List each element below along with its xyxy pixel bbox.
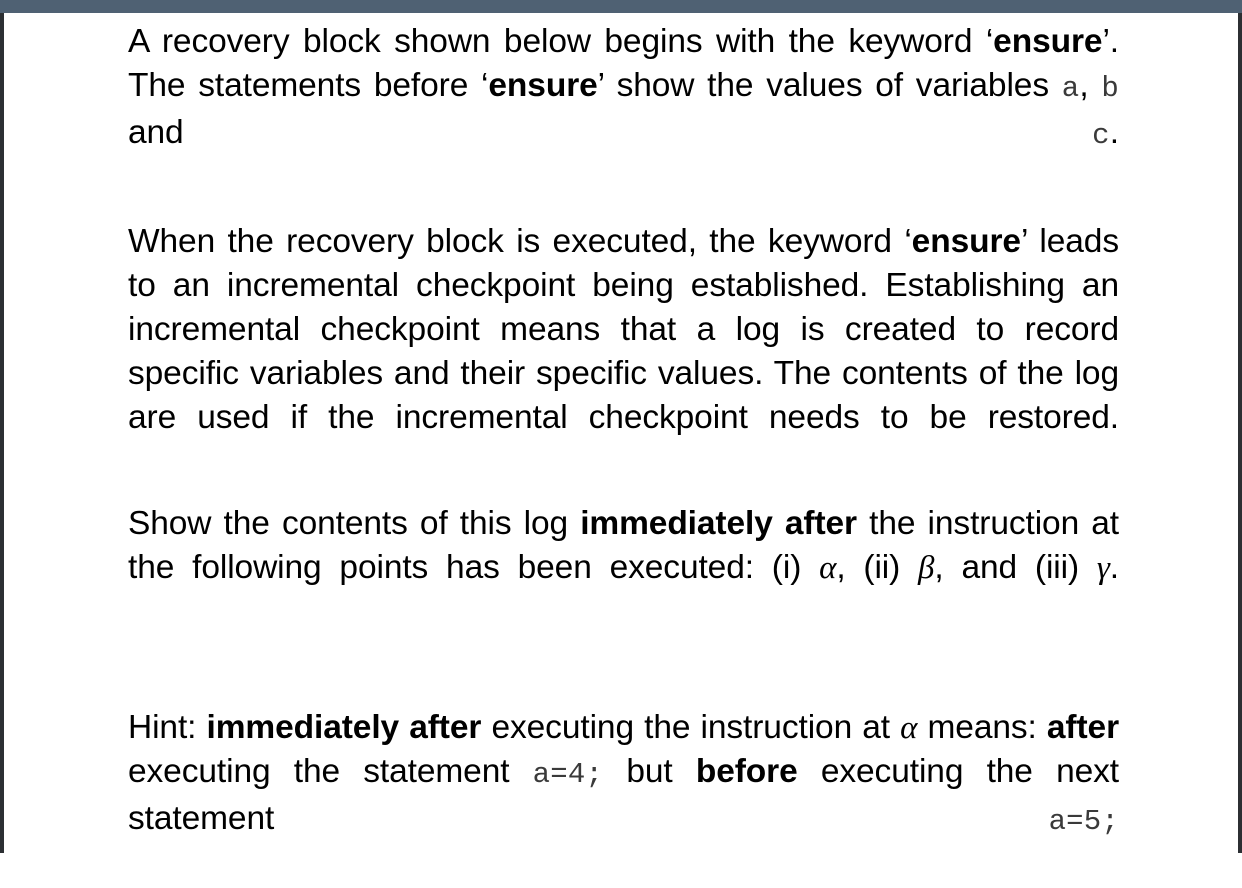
greek-gamma: γ [1096,550,1110,586]
p2-text-part1: When the recovery block is executed, the… [128,223,912,260]
slide-container: A recovery block shown below begins with… [0,0,1242,853]
code-variable-b: b [1101,72,1119,105]
p3-text-part3: , (ii) [836,549,919,586]
p4-emphasis-before: before [695,753,798,790]
p2-text-part2: ’ leads to an incremental checkpoint bei… [128,223,1119,436]
greek-alpha-2: α [900,710,918,746]
p1-keyword-ensure-1: ensure [993,23,1103,60]
p3-text-part1: Show the contents of this log [128,505,581,542]
paragraph-checkpoint-explanation: When the recovery block is executed, the… [128,220,1119,484]
paragraph-spacer [128,652,1119,706]
p4-text-part6: executing the next statement [128,753,1119,837]
code-variable-c: c [1092,119,1110,152]
paragraph-hint: Hint: immediately after executing the in… [128,706,1119,888]
top-accent-bar [0,0,1242,13]
p4-text-part4: executing the statement [128,753,533,790]
p4-text-part2: executing the instruction at [481,709,901,746]
p4-emphasis-after: after [1046,709,1120,746]
p2-keyword-ensure: ensure [911,223,1021,260]
slide-content: A recovery block shown below begins with… [128,20,1119,888]
code-statement-a-equals-4: a=4; [532,758,604,791]
p1-text-part5: and [128,114,1093,151]
paragraph-question-show-log: Show the contents of this log immediatel… [128,502,1119,634]
p3-emphasis-immediately-after: immediately after [580,505,857,542]
code-variable-a: a [1061,72,1080,105]
code-statement-a-equals-5: a=5; [1048,805,1119,838]
p1-text-part6: . [1109,114,1119,151]
paragraph-recovery-block-intro: A recovery block shown below begins with… [128,20,1119,202]
p1-text-part2: ’. The statements before ‘ [128,23,1119,104]
p4-text-part5: but [603,753,696,790]
p1-text-part4: , [1079,67,1102,104]
greek-alpha-1: α [819,550,837,586]
p1-text-part1: A recovery block shown below begins with… [128,23,994,60]
p3-text-part2: the instruction at the following points … [128,505,1119,586]
greek-beta: β [918,550,935,586]
p4-label-hint: Hint: [128,709,207,746]
p3-text-part4: , and (iii) [934,549,1097,586]
p1-keyword-ensure-2: ensure [488,67,598,104]
p4-emphasis-immediately-after: immediately after [206,709,482,746]
p1-text-part3: ’ show the values of variables [597,67,1062,104]
p4-text-part3: means: [917,709,1047,746]
p3-text-part5: . [1109,549,1119,586]
